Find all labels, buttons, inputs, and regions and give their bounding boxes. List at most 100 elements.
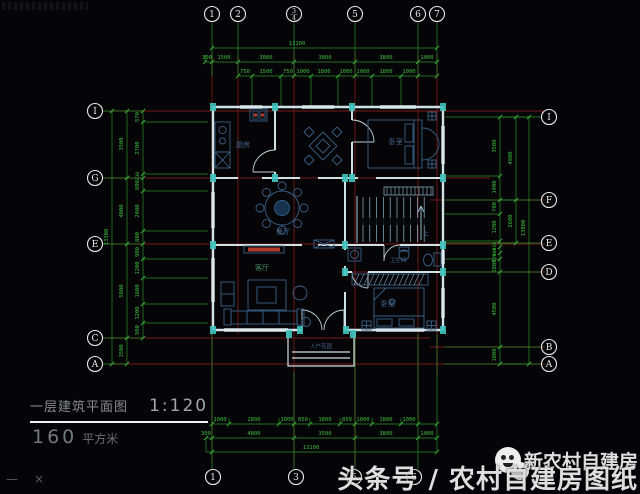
stair-landing bbox=[358, 218, 432, 225]
tick bbox=[526, 114, 532, 120]
dim-text: 13100 bbox=[303, 445, 320, 451]
tick bbox=[124, 175, 130, 181]
tick bbox=[352, 421, 358, 427]
tick bbox=[124, 241, 130, 247]
dim-text: 1800 bbox=[317, 69, 330, 75]
dining-table bbox=[255, 181, 309, 235]
dim-text: 1800 bbox=[379, 417, 392, 423]
minimize-icon[interactable]: — bbox=[6, 472, 18, 486]
wardrobe-hatch bbox=[388, 273, 395, 286]
room-label: 卧室 bbox=[381, 299, 395, 308]
tick bbox=[434, 73, 440, 79]
axis-bubble bbox=[86, 329, 104, 347]
living-room-furniture bbox=[220, 245, 311, 327]
tick bbox=[235, 59, 241, 65]
axis-bubble-label: 4 bbox=[292, 15, 296, 22]
dim-text: 850 bbox=[298, 417, 308, 423]
drawing-scale: 1:120 bbox=[149, 396, 209, 416]
dim-text: 3800 bbox=[379, 55, 392, 61]
entry-porch bbox=[287, 332, 355, 367]
tick bbox=[415, 435, 421, 441]
dim-text: 1000 bbox=[402, 417, 415, 423]
axis-bubble-label: 6 bbox=[415, 10, 421, 20]
axis-bubble bbox=[86, 102, 104, 120]
dim-text: 3500 bbox=[318, 431, 331, 437]
tick bbox=[124, 335, 130, 341]
axis-bubble-label: 1 bbox=[209, 10, 215, 20]
tick bbox=[352, 435, 358, 441]
dim-text: 800 bbox=[135, 180, 141, 190]
wardrobe-hatch bbox=[398, 273, 405, 286]
column bbox=[343, 326, 349, 334]
wardrobe-hatch bbox=[393, 273, 400, 286]
tick bbox=[140, 241, 146, 247]
axis-bubble bbox=[540, 191, 558, 209]
dim-text: 4500 bbox=[492, 302, 498, 315]
wardrobe-hatch bbox=[413, 273, 420, 286]
dim-text: 1800 bbox=[379, 69, 392, 75]
tick bbox=[140, 335, 146, 341]
stair-direction-arrow bbox=[417, 205, 425, 240]
room-label: 入户花园 bbox=[310, 342, 333, 350]
axis-bubble bbox=[203, 5, 221, 23]
wardrobe-hatch bbox=[383, 273, 390, 286]
tick bbox=[291, 421, 297, 427]
drawing-title: 一层建筑平面图 1:120 bbox=[30, 396, 208, 416]
tick bbox=[497, 238, 503, 244]
axis-bubble-label: I bbox=[93, 107, 97, 117]
room-label: 上 bbox=[423, 230, 429, 238]
axis-bubble bbox=[428, 5, 446, 23]
dim-text: 3000 bbox=[259, 55, 272, 61]
tick bbox=[497, 197, 503, 203]
entry-double-door bbox=[301, 309, 345, 331]
kitchen-door bbox=[252, 149, 276, 173]
tick bbox=[291, 59, 297, 65]
tick bbox=[337, 421, 343, 427]
tick bbox=[209, 435, 215, 441]
column bbox=[440, 103, 446, 111]
column bbox=[210, 326, 216, 334]
column bbox=[349, 103, 355, 111]
tick bbox=[497, 173, 503, 179]
wardrobe-hatch bbox=[373, 273, 380, 286]
axis-bubble bbox=[287, 468, 305, 486]
dim-text: 1000 bbox=[356, 69, 369, 75]
dim-text: 1800 bbox=[318, 417, 331, 423]
tick bbox=[140, 320, 146, 326]
wechat-icon-small bbox=[511, 462, 529, 480]
bedroom-bottom-furniture bbox=[351, 273, 437, 331]
tick bbox=[497, 250, 503, 256]
axis-bubble-label: I bbox=[547, 113, 551, 123]
axis-bubble-label: A bbox=[91, 360, 99, 370]
dim-text: 13300 bbox=[104, 229, 110, 246]
column bbox=[440, 326, 446, 334]
tick bbox=[434, 59, 440, 65]
dim-text: 1000 bbox=[339, 69, 352, 75]
tick bbox=[335, 73, 341, 79]
dim-text: 1000 bbox=[420, 55, 433, 61]
axis-bubble-label: 5 bbox=[351, 473, 357, 483]
close-icon[interactable]: × bbox=[34, 472, 45, 486]
tick bbox=[497, 244, 503, 250]
column bbox=[210, 103, 216, 111]
dim-text: 900 bbox=[135, 325, 141, 335]
dim-text: 1000 bbox=[280, 417, 293, 423]
dim-text: 570 bbox=[135, 112, 141, 122]
dim-text: 4900 bbox=[508, 151, 514, 164]
axis-bubble bbox=[540, 355, 558, 373]
tick bbox=[202, 59, 208, 65]
hall-crossed-box bbox=[313, 239, 335, 249]
tick bbox=[497, 361, 503, 367]
dim-text: 1000 bbox=[213, 417, 226, 423]
tick bbox=[109, 361, 115, 367]
room-label: 客厅 bbox=[255, 263, 269, 272]
axis-bubble bbox=[86, 235, 104, 253]
tick bbox=[434, 421, 440, 427]
dim-text: 4000 bbox=[119, 204, 125, 217]
dimension-ticks bbox=[109, 45, 532, 455]
axis-bubble-label: C bbox=[92, 334, 99, 344]
dim-text: 1200 bbox=[135, 261, 141, 274]
tick bbox=[140, 119, 146, 125]
